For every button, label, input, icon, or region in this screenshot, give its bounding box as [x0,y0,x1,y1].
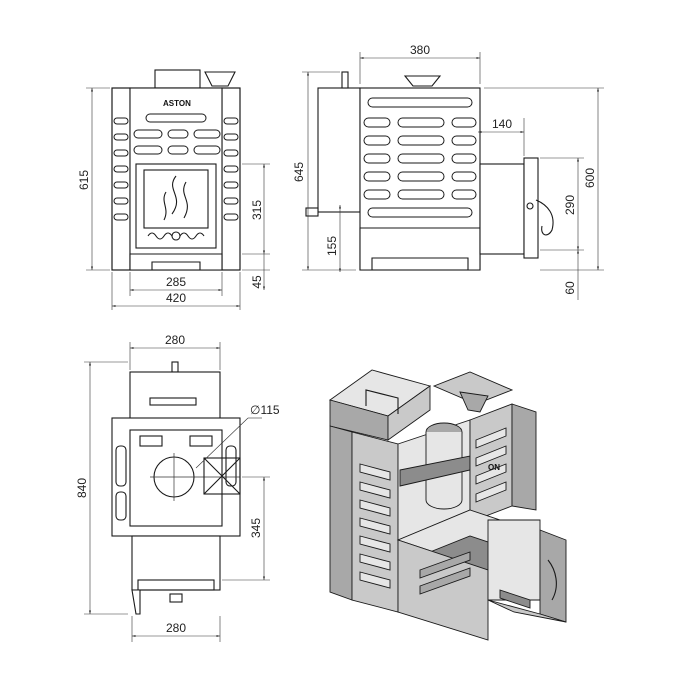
iso-tunnel-bottom [487,599,567,623]
front-slot [133,145,163,155]
door-handle-icon [171,231,181,241]
dim-side-door: 290 [563,195,577,215]
top-side-slot [115,445,127,487]
top-slot [189,435,213,447]
iso-tank-side [387,385,431,441]
top-hopper [203,457,241,495]
dim-side-legs: 60 [563,281,577,295]
dim-front-base: 45 [250,275,264,289]
dim-bottom-width: 280 [166,621,186,635]
dim-front-inner-width: 285 [166,275,186,289]
front-slot [145,113,207,123]
front-slot [193,129,221,139]
iso-door-flame-icon [547,559,557,601]
top-door-handle [169,593,183,603]
front-side-slots [113,117,239,221]
top-inner-frame [129,429,223,527]
side-tap [305,207,319,217]
front-top-cover [154,69,201,89]
isometric-view: ON [328,369,567,641]
front-slot [167,129,189,139]
dim-top-tunnel: 345 [249,518,263,538]
front-base [129,253,223,271]
fire-door-glass [143,169,209,229]
dim-top-pipe-diameter: ∅115 [250,403,280,417]
top-side-slot [115,491,127,521]
flame-icon [163,175,188,221]
top-side-slot [225,445,237,487]
iso-tunnel-grate [499,589,531,609]
top-slot [139,435,163,447]
dim-top-length: 840 [75,478,89,498]
dim-side-body-height: 600 [583,168,597,188]
iso-door-frame [539,529,567,623]
side-door-hinge [526,202,534,210]
iso-tunnel [487,519,541,601]
iso-hopper [459,391,489,413]
front-slot [167,145,189,155]
dim-side-pipe: 155 [325,236,339,256]
iso-logo-text: ON [488,463,500,472]
side-tunnel [479,163,525,255]
iso-right-slots [475,427,507,503]
side-view: 380 645 140 600 290 60 155 [292,43,604,300]
dim-top-width: 280 [165,333,185,347]
top-door-hinge [131,589,141,615]
iso-right-wall-edge [511,403,537,511]
side-door-handle-icon [535,199,554,236]
side-door-frame [523,157,539,259]
iso-left-wall-edge [329,425,353,601]
dim-side-tunnel: 140 [492,117,512,131]
side-water-tank [317,87,361,213]
iso-tank-handle [365,389,399,414]
side-slots [363,97,477,218]
side-pipe-top [341,71,349,89]
iso-hopper-top [432,371,514,405]
dim-front-height: 615 [77,170,91,190]
front-slot [193,145,221,155]
top-tank-handle [149,397,197,406]
door-grate-icon [147,232,205,240]
front-view: ASTON [77,69,270,310]
side-stone-hopper [403,75,442,87]
iso-ash-slots [419,551,471,595]
iso-left-slots [359,463,391,589]
top-pipe-stub [171,361,179,373]
dim-front-firebox: 315 [250,200,264,220]
top-view: 280 ∅115 840 345 280 [75,333,280,642]
top-tunnel [131,535,221,591]
brand-logo: ASTON [163,99,191,108]
dim-side-height: 645 [292,162,306,182]
front-slot [133,129,163,139]
top-door-frame [137,579,215,591]
dim-front-width: 420 [166,291,186,305]
dim-side-depth: 380 [410,43,430,57]
front-stone-hopper [204,71,236,87]
